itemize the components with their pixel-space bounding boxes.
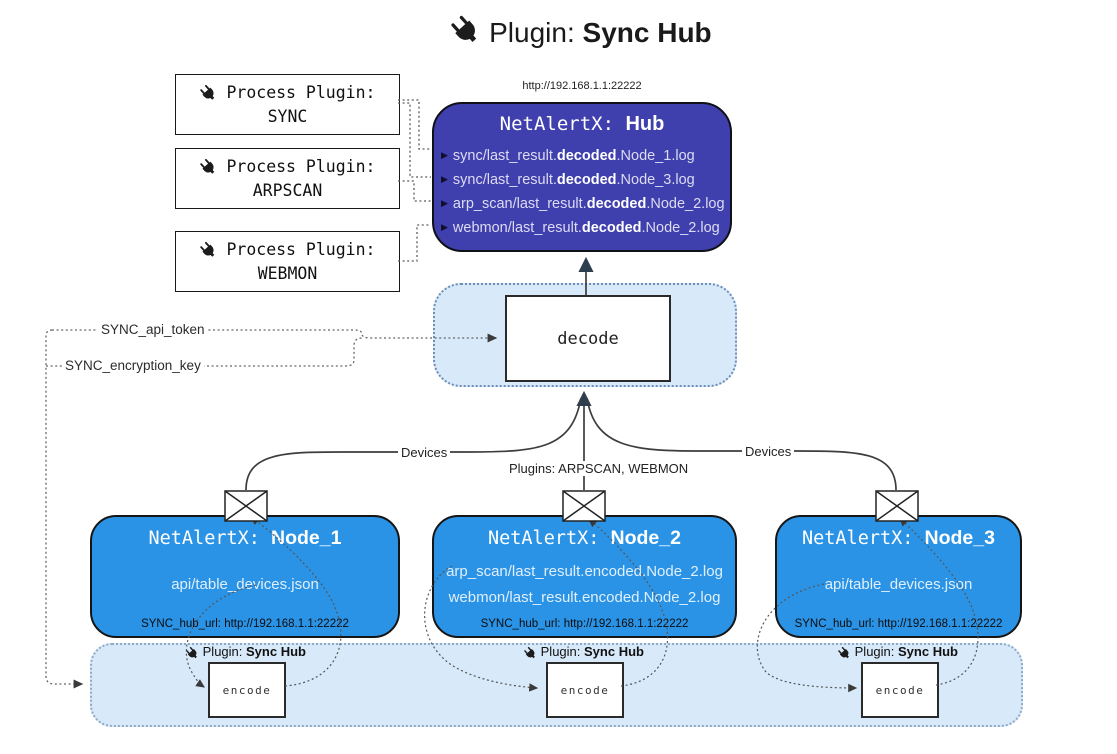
node-line: api/table_devices.json — [824, 575, 973, 593]
hub-log-line: webmon/last_result.decoded.Node_2.log — [434, 215, 730, 239]
hub-log-line: arp_scan/last_result.decoded.Node_2.log — [434, 191, 730, 215]
plug-icon — [835, 644, 853, 662]
page-title: Plugin: Sync Hub — [0, 16, 1117, 49]
process-plugin-name: WEBMON — [257, 263, 318, 283]
plug-icon — [196, 238, 220, 262]
hub-log-line: sync/last_result.decoded.Node_1.log — [434, 143, 730, 167]
plug-icon — [445, 10, 487, 52]
encode-box: encode — [208, 662, 286, 718]
process-plugin-label: Process Plugin: — [226, 239, 376, 259]
process-plugin-name: ARPSCAN — [252, 180, 323, 200]
process-plugin-arpscan-box: Process Plugin: ARPSCAN — [175, 148, 400, 209]
node-line: arp_scan/last_result.encoded.Node_2.log — [446, 562, 723, 580]
hub-url-label: http://192.168.1.1:22222 — [522, 80, 642, 92]
encode-box: encode — [861, 662, 939, 718]
node-title: NetAlertX: Node_3 — [802, 527, 995, 549]
plug-icon — [196, 155, 220, 179]
node-title: NetAlertX: Node_1 — [148, 527, 342, 549]
process-plugin-webmon-box: Process Plugin: WEBMON — [175, 231, 400, 292]
process-plugin-name: SYNC — [267, 106, 308, 126]
band-plugin-label: Plugin: Sync Hub — [504, 644, 664, 660]
encode-box: encode — [546, 662, 624, 718]
plug-icon — [183, 644, 201, 662]
process-plugin-sync-box: Process Plugin: SYNC — [175, 74, 400, 135]
page-title-prefix: Plugin: — [489, 17, 583, 48]
decode-box: decode — [505, 295, 671, 382]
netalertx-hub-box: NetAlertX: Hub sync/last_result.decoded.… — [432, 102, 732, 252]
sync-encryption-key-label: SYNC_encryption_key — [62, 358, 204, 373]
sync-api-token-label: SYNC_api_token — [98, 322, 208, 337]
plugin-to-hub-connectors — [398, 99, 431, 262]
netalertx-node1-box: NetAlertX: Node_1 api/table_devices.json… — [90, 515, 400, 638]
node-hub-url: SYNC_hub_url: http://192.168.1.1:22222 — [480, 618, 689, 630]
process-plugin-label: Process Plugin: — [226, 156, 376, 176]
plug-icon — [521, 644, 539, 662]
node-hub-url: SYNC_hub_url: http://192.168.1.1:22222 — [794, 618, 1003, 630]
netalertx-node3-box: NetAlertX: Node_3 api/table_devices.json… — [775, 515, 1022, 638]
hub-title: NetAlertX: Hub — [499, 113, 665, 135]
edge-label-plugins-center: Plugins: ARPSCAN, WEBMON — [506, 461, 692, 476]
node-line: api/table_devices.json — [171, 575, 319, 593]
edge-label-devices-left: Devices — [398, 445, 451, 460]
netalertx-node2-box: NetAlertX: Node_2 arp_scan/last_result.e… — [432, 515, 737, 638]
page-title-bold: Sync Hub — [582, 17, 712, 48]
process-plugin-label: Process Plugin: — [226, 82, 376, 102]
edge-label-devices-right: Devices — [742, 444, 795, 459]
node-line: webmon/last_result.encoded.Node_2.log — [448, 588, 721, 606]
node-hub-url: SYNC_hub_url: http://192.168.1.1:22222 — [141, 618, 349, 630]
band-plugin-label: Plugin: Sync Hub — [166, 644, 326, 660]
plug-icon — [196, 81, 220, 105]
hub-log-line: sync/last_result.decoded.Node_3.log — [434, 167, 730, 191]
node-title: NetAlertX: Node_2 — [488, 527, 681, 549]
band-plugin-label: Plugin: Sync Hub — [818, 644, 978, 660]
